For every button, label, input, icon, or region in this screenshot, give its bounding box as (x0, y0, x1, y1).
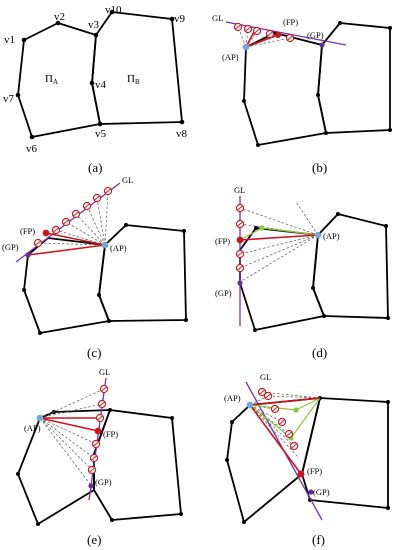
vertex-label-v9: v9 (174, 13, 186, 25)
ap-point-d (314, 231, 322, 239)
vertex-label-v2: v2 (54, 11, 65, 23)
candidate-points-b (233, 22, 295, 43)
ap-label-b: (AP) (222, 52, 239, 62)
vertex-label-v6: v6 (26, 143, 38, 155)
fp-label-f: (FP) (307, 466, 322, 476)
ap-label-f: (AP) (224, 393, 241, 403)
vertex-label-v1: v1 (4, 34, 15, 46)
vertex-label-v4: v4 (95, 79, 107, 91)
panel-d: GL (FP) (GP) (AP) (d) (215, 185, 390, 360)
ap-label-e: (AP) (24, 423, 41, 433)
panel-b: GL (FP) (GP) (AP) (b) (212, 13, 392, 175)
gp-point-d (237, 280, 243, 286)
gl-label-d: GL (234, 185, 245, 195)
polygon-f-right (301, 397, 389, 509)
panel-a: v1 v2 v3 v4 v5 v6 v7 v8 v9 v10 ΠA ΠB (a) (3, 4, 188, 175)
gl-label-e: GL (99, 367, 110, 377)
polygon-d-left (239, 227, 325, 331)
caption-e: (e) (87, 532, 101, 547)
gl-label-b: GL (212, 13, 223, 23)
fp-point-e (94, 427, 102, 435)
fp-point-d (236, 236, 244, 244)
fp-segment-f (249, 404, 302, 475)
vertex-label-v8: v8 (176, 128, 188, 140)
caption-f: (f) (312, 532, 325, 547)
panel-f: GL (FP) (GP) (AP) (f) (224, 372, 390, 547)
polygon-c-left (23, 237, 110, 334)
region-label-b: ΠB (127, 73, 140, 86)
polygon-c-right (98, 224, 187, 322)
vertex-dots (15, 9, 185, 140)
gp-label-e: (GP) (95, 477, 112, 487)
polygon-b-right (317, 22, 391, 134)
region-label-a: ΠA (45, 73, 58, 86)
vertex-label-v3: v3 (88, 19, 100, 31)
fp-segment-e (39, 417, 99, 432)
ap-point-f (246, 401, 254, 409)
caption-b: (b) (312, 160, 327, 175)
panel-e: GL (FP) (GP) (AP) (e) (16, 367, 183, 547)
gp-point-c (25, 252, 31, 258)
caption-d: (d) (312, 345, 327, 360)
caption-a: (a) (88, 160, 102, 175)
fp-segment-c (45, 232, 106, 246)
gp-label-d: (GP) (215, 288, 232, 298)
polygon-e-right (93, 409, 182, 521)
gl-label-f: GL (260, 372, 271, 382)
caption-c: (c) (87, 345, 101, 360)
vertex-label-v10: v10 (105, 4, 122, 16)
polygon-b-left (243, 32, 327, 146)
fp-label-b: (FP) (283, 17, 298, 27)
fp-point-c (42, 229, 50, 237)
candidate-points-d (235, 203, 245, 273)
gp-point-f (308, 489, 314, 495)
fp-segment-d (239, 234, 319, 241)
gp-label-b: (GP) (307, 30, 324, 40)
guide-line-e (88, 377, 107, 501)
gp-point-b (319, 42, 325, 48)
fp-point-b (275, 32, 281, 38)
fp-point-f (297, 470, 305, 478)
fp-label-c: (FP) (20, 226, 35, 236)
fp-label-d: (FP) (215, 236, 230, 246)
ap-point-e (36, 414, 44, 422)
ap-label-c: (AP) (110, 243, 127, 253)
fp-label-e: (FP) (103, 429, 118, 439)
gp-label-c: (GP) (2, 242, 19, 252)
ap-point-c (101, 241, 109, 249)
gp-label-f: (GP) (313, 487, 330, 497)
panel-c: GL (FP) (GP) (AP) (c) (2, 175, 188, 360)
candidate-points-f (257, 387, 299, 451)
candidate-points-c (33, 186, 113, 248)
ap-point-b (242, 43, 250, 51)
ap-label-d: (AP) (323, 231, 340, 241)
polygon-a-left (17, 22, 101, 138)
vertex-label-v5: v5 (95, 128, 107, 140)
polygon-a-right (91, 11, 183, 125)
vertex-label-v7: v7 (3, 93, 15, 105)
candidate-points-e (87, 384, 109, 475)
polygon-d-right (312, 213, 389, 319)
gp-point-e (88, 483, 94, 489)
gl-label-c: GL (122, 175, 133, 185)
